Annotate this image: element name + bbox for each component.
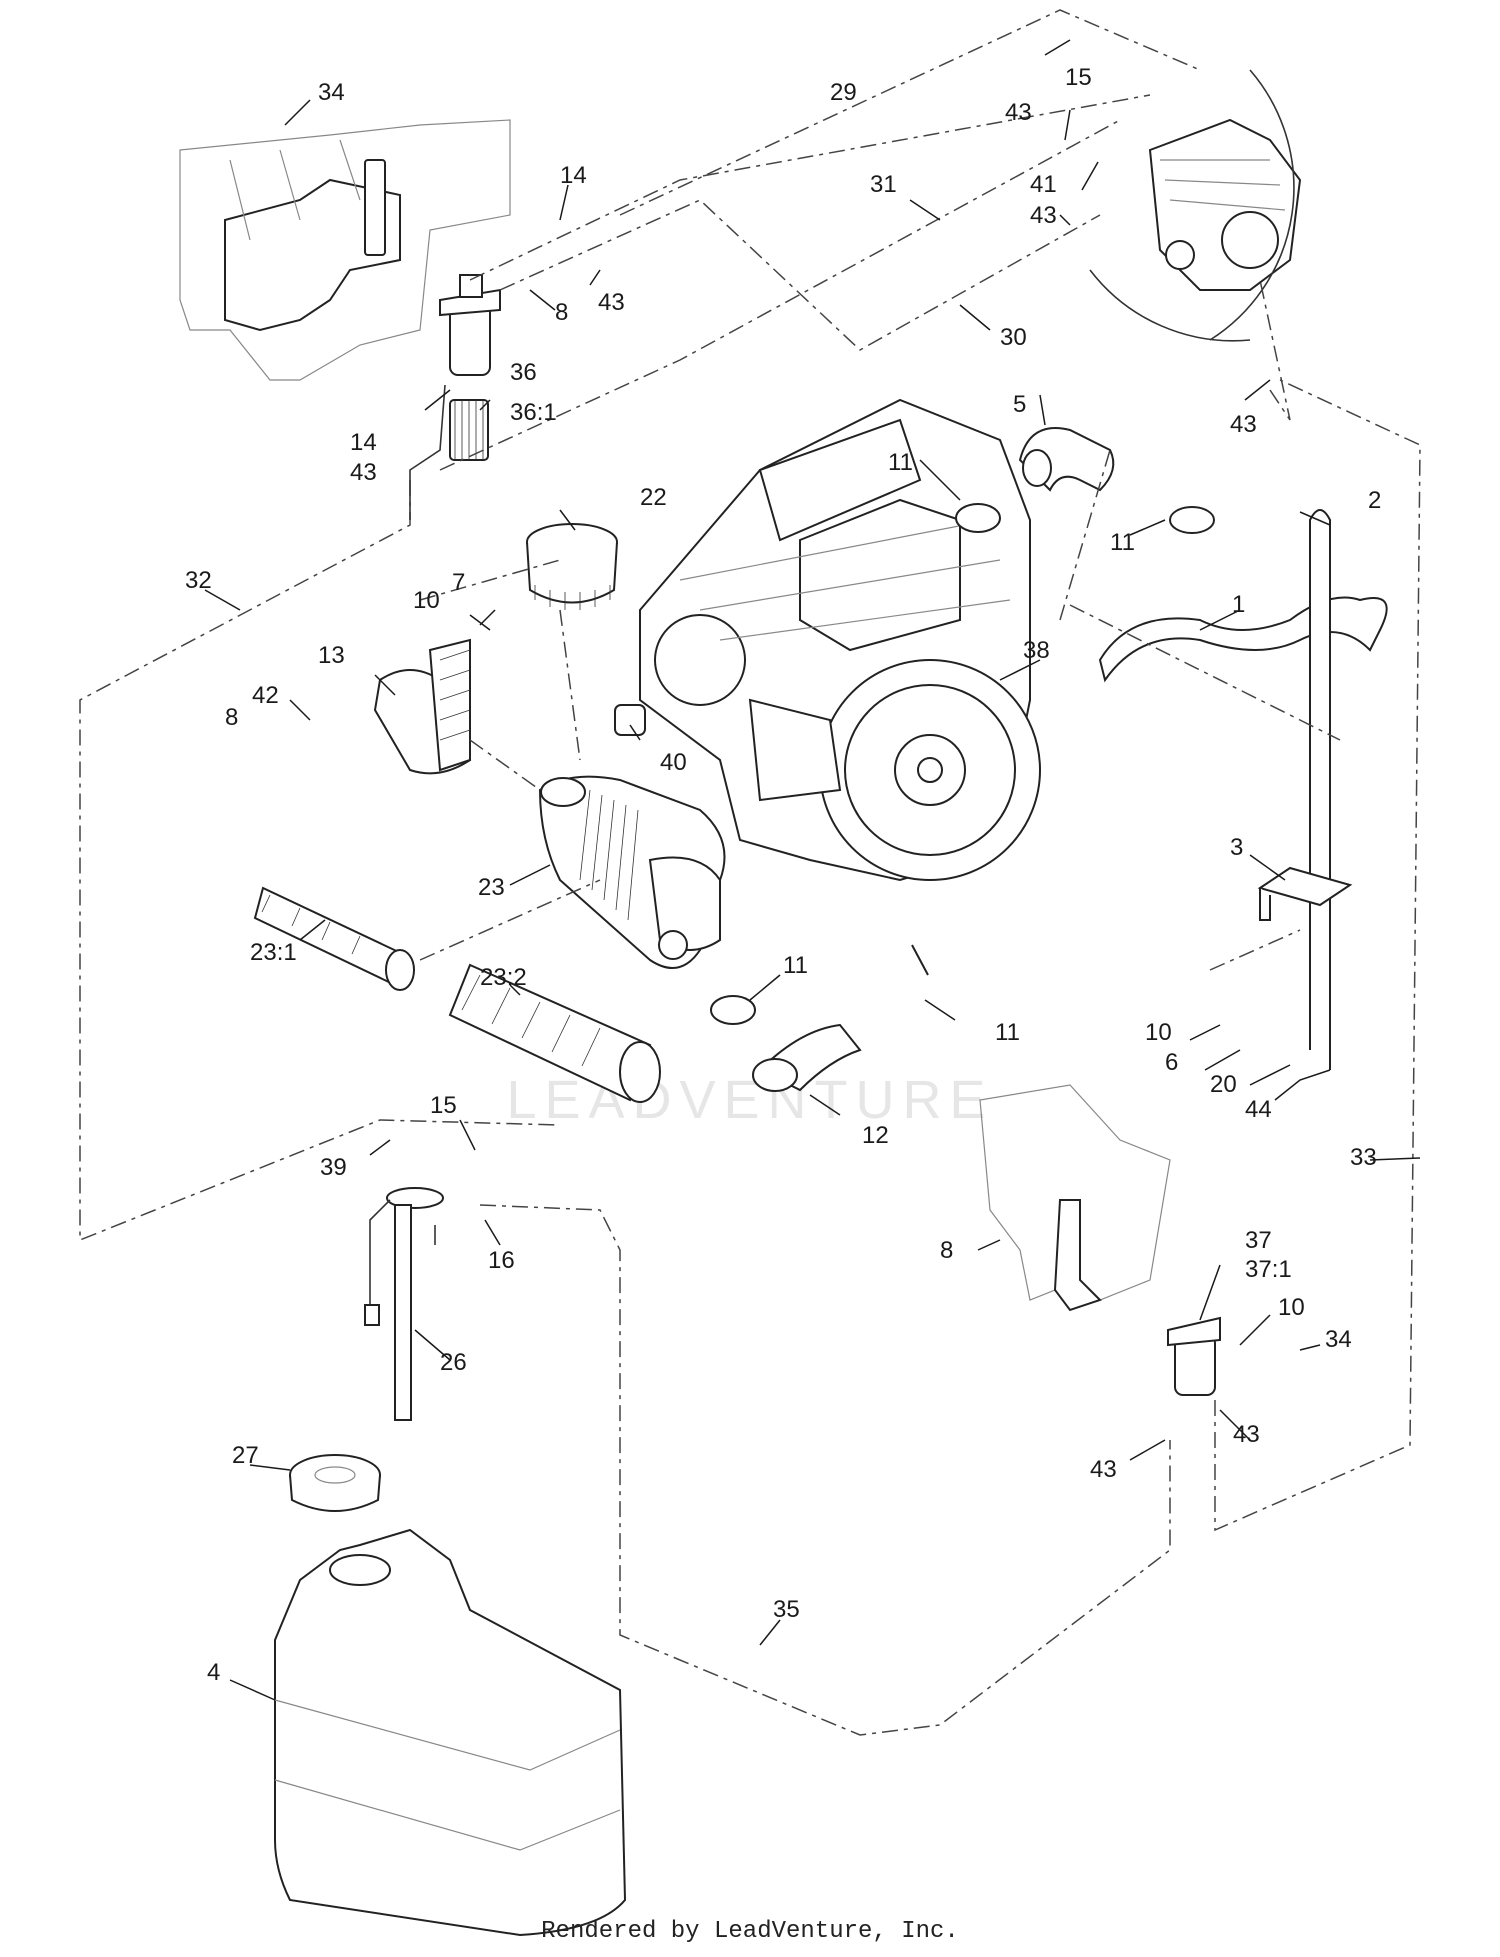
clamp-11-a: [955, 503, 1001, 533]
label-44: 44: [1245, 1096, 1272, 1123]
clamp-11-b: [1169, 506, 1215, 534]
label-41: 41: [1030, 171, 1057, 198]
label-23-1: 23:1: [250, 939, 297, 966]
leader-lines: [204, 39, 1421, 1701]
label-2: 2: [1368, 487, 1381, 514]
label-36-1: 36:1: [510, 399, 557, 426]
watermark-text: LEADVENTURE: [506, 1070, 993, 1130]
label-13: 13: [318, 642, 345, 669]
fuel-sender-26: [364, 1187, 444, 1421]
mount-band-13: [373, 638, 472, 775]
label-35: 35: [773, 1596, 800, 1623]
label-1: 1: [1232, 591, 1245, 618]
label-36: 36: [510, 359, 537, 386]
label-43-a: 43: [1005, 99, 1032, 126]
label-43-d: 43: [350, 459, 377, 486]
label-37: 37: [1245, 1227, 1272, 1254]
footer-credit: Rendered by LeadVenture, Inc.: [541, 1918, 959, 1945]
label-6: 6: [1165, 1049, 1178, 1076]
label-27: 27: [232, 1442, 259, 1469]
label-42: 42: [252, 682, 279, 709]
frame-top-left: [179, 119, 511, 381]
label-14-b: 14: [350, 429, 377, 456]
clamp-11-c: [710, 995, 756, 1025]
hose-12: [752, 1023, 862, 1092]
label-40: 40: [660, 749, 687, 776]
injection-pump: [1089, 69, 1302, 342]
label-12: 12: [862, 1122, 889, 1149]
label-43-e: 43: [1230, 411, 1257, 438]
fuel-tank-4: [274, 1528, 627, 1937]
hose-5: [1018, 427, 1115, 492]
fuel-cap-27: [289, 1454, 381, 1512]
label-39: 39: [320, 1154, 347, 1181]
valve-40: [614, 704, 646, 736]
fuel-filter-36: [439, 274, 501, 376]
label-34-top: 34: [318, 79, 345, 106]
label-32: 32: [185, 567, 212, 594]
label-43-g: 43: [1090, 1456, 1117, 1483]
label-23: 23: [478, 874, 505, 901]
part-labels: 34 29 15 43 41 43 31 14 43 8 30 36 36:1 …: [185, 64, 1381, 1686]
label-7: 7: [452, 569, 465, 596]
label-11-a: 11: [888, 449, 913, 476]
label-8-b: 8: [225, 704, 238, 731]
hose-lines: [79, 9, 1421, 1736]
label-11-d: 11: [995, 1019, 1020, 1046]
label-22: 22: [640, 484, 667, 511]
outer-filter-23-2: [448, 963, 661, 1103]
label-34-bot: 34: [1325, 1326, 1352, 1353]
label-8-c: 8: [940, 1237, 953, 1264]
label-4: 4: [207, 1659, 220, 1686]
label-23-2: 23:2: [480, 964, 527, 991]
label-14-a: 14: [560, 162, 587, 189]
frame-bottom-right: [979, 1084, 1171, 1312]
inner-filter-23-1: [253, 886, 415, 991]
label-29: 29: [830, 79, 857, 106]
label-26: 26: [440, 1349, 467, 1376]
label-38: 38: [1023, 637, 1050, 664]
label-5: 5: [1013, 391, 1026, 418]
label-10-b: 10: [1145, 1019, 1172, 1046]
label-33: 33: [1350, 1144, 1377, 1171]
label-43-b: 43: [1030, 202, 1057, 229]
air-cleaner-cap-22: [526, 523, 618, 610]
label-11-b: 11: [1110, 529, 1135, 556]
label-37-1: 37:1: [1245, 1256, 1292, 1283]
label-30: 30: [1000, 324, 1027, 351]
label-11-c: 11: [783, 952, 808, 979]
label-20: 20: [1210, 1071, 1237, 1098]
bracket-3: [1257, 866, 1353, 921]
engine-38: [639, 398, 1041, 882]
label-16: 16: [488, 1247, 515, 1274]
label-8-a: 8: [555, 299, 568, 326]
air-cleaner-23: [538, 775, 726, 969]
label-15-bot: 15: [430, 1092, 457, 1119]
label-43-c: 43: [598, 289, 625, 316]
label-31: 31: [870, 171, 897, 198]
label-3: 3: [1230, 834, 1243, 861]
clamp-11-d: [911, 944, 929, 976]
filter-element-36-1: [449, 399, 489, 461]
label-43-f: 43: [1233, 1421, 1260, 1448]
u-bolt-2: [1309, 509, 1331, 1070]
label-15-top: 15: [1065, 64, 1092, 91]
label-10-c: 10: [1278, 1294, 1305, 1321]
label-10-a: 10: [413, 587, 440, 614]
fuel-filter-37: [1167, 1316, 1221, 1396]
